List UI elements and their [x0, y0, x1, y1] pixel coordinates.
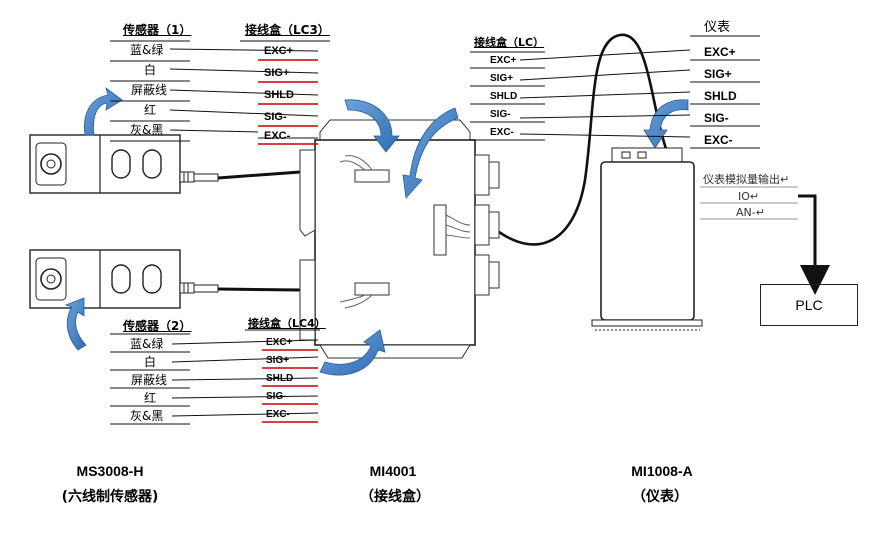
jb-lc4-title: 接线盒（LC4） [248, 317, 326, 330]
sensor-2-wire-3: 屏蔽线 [131, 373, 168, 387]
lc3-red-underlines [258, 59, 318, 145]
lc4-signal-3: SHLD [266, 373, 294, 384]
lc3-signal-2: SIG+ [264, 67, 290, 79]
sensor-2-title: 传感器（2） [123, 319, 192, 333]
meter-desc-caption: （仪表） [632, 489, 688, 505]
junction-box-model-caption: MI4001 [369, 463, 417, 479]
meter-signal-5: EXC- [704, 133, 733, 147]
sensor-1-wire-4: 红 [144, 103, 157, 117]
jb-lc3-title: 接线盒（LC3） [245, 23, 330, 37]
lc3-signal-5: EXC- [264, 130, 291, 142]
sensor-2-wire-5: 灰&黑 [130, 409, 164, 423]
jb-lc-title: 接线盒（LC） [474, 36, 545, 49]
meter-an-label: AN-↵ [736, 206, 765, 219]
plc-box: PLC [760, 284, 858, 326]
sensor-2-wire-2: 白 [144, 355, 157, 369]
junction-box-mi4001 [299, 119, 500, 359]
meter-model-caption: MI1008-A [631, 463, 693, 479]
meter-io-label: IO↵ [738, 190, 760, 203]
lc3-signal-1: EXC+ [264, 45, 294, 57]
lc-signal-2: SIG+ [490, 73, 514, 84]
lc4-signal-5: EXC- [266, 409, 290, 420]
sensor-1-wire-3: 屏蔽线 [131, 83, 168, 97]
sensor-desc-caption: (六线制传感器) [61, 489, 159, 505]
junction-box-desc-caption: （接线盒） [360, 489, 430, 505]
sensor-2-wire-4: 红 [144, 391, 157, 405]
sensor-model-caption: MS3008-H [76, 463, 144, 479]
meter-title: 仪表 [704, 20, 731, 35]
sensor-1-wire-5: 灰&黑 [130, 123, 164, 137]
lc3-signal-4: SIG- [264, 111, 287, 123]
sensor-2-wire-1: 蓝&绿 [130, 337, 164, 351]
sensor-1-wire-1: 蓝&绿 [130, 43, 164, 57]
meter-signal-lines [690, 59, 760, 149]
load-cell-sensor-1 [29, 134, 321, 194]
sensor-1-title: 传感器（1） [123, 23, 192, 37]
lc-signal-4: SIG- [490, 109, 511, 120]
indicator-mi1008-a [591, 147, 703, 331]
meter-signal-4: SIG- [704, 111, 729, 125]
meter-analog-output-label: 仪表模拟量输出↵ [703, 173, 790, 186]
meter-signal-3: SHLD [704, 89, 737, 103]
lc4-signal-1: EXC+ [266, 337, 293, 348]
lc4-wire-lines [110, 329, 320, 425]
lc4-signal-2: SIG+ [266, 355, 290, 366]
meter-signal-2: SIG+ [704, 67, 732, 81]
lc4-signal-4: SIG- [266, 391, 287, 402]
lc-signal-3: SHLD [490, 91, 518, 102]
lc-wire-lines [470, 35, 760, 141]
analog-output-lines [700, 186, 798, 220]
lc3-signal-3: SHLD [264, 89, 294, 101]
sensor-1-wire-2: 白 [144, 63, 157, 77]
meter-signal-1: EXC+ [704, 45, 736, 59]
lc-signal-1: EXC+ [490, 55, 517, 66]
lc3-wire-lines [110, 40, 330, 142]
load-cell-sensor-2 [29, 249, 318, 309]
lc-signal-5: EXC- [490, 127, 514, 138]
lc4-red-underlines [262, 349, 318, 423]
